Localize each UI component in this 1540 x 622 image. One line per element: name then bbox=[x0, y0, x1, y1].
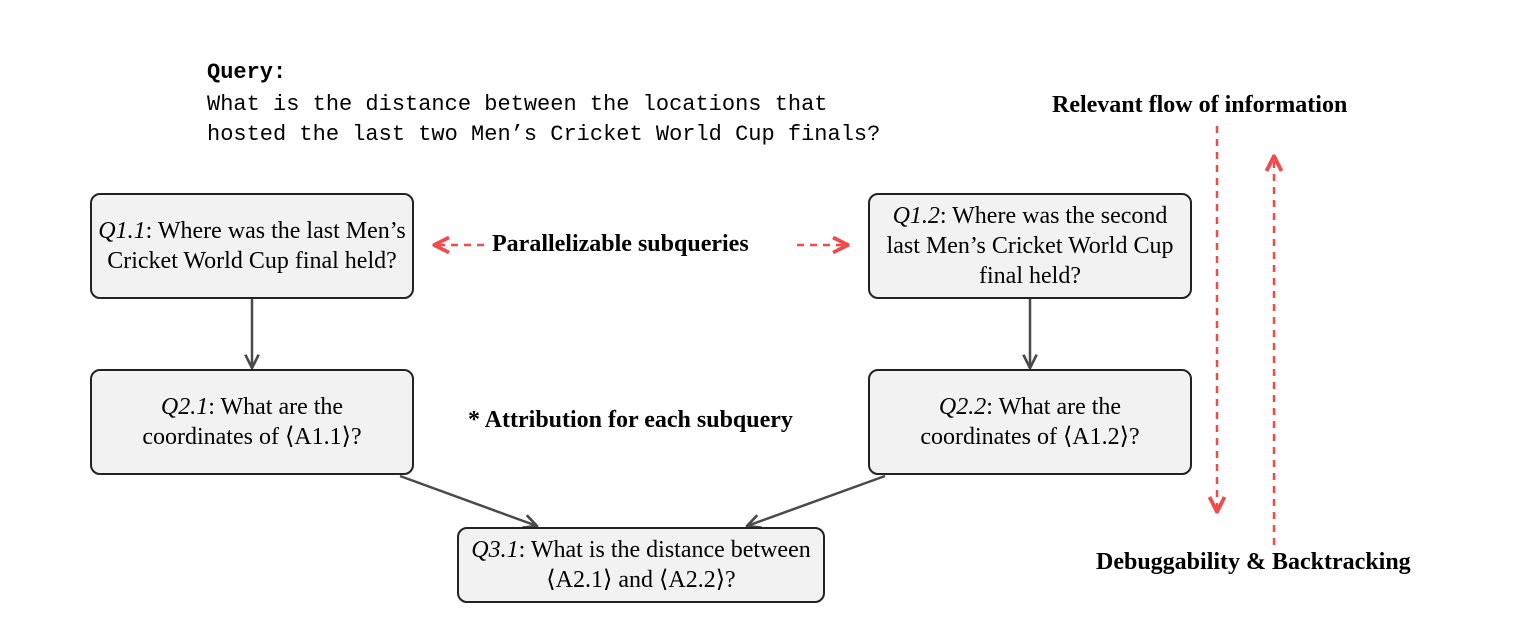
subquery-text: : What are the coordinates of ⟨A1.2⟩? bbox=[920, 394, 1140, 450]
subquery-id: Q3.1 bbox=[471, 537, 519, 563]
subquery-box-q11: Q1.1: Where was the last Men’s Cricket W… bbox=[90, 193, 414, 299]
query-text: What is the distance between the locatio… bbox=[207, 92, 881, 147]
subquery-id: Q2.2 bbox=[938, 394, 987, 420]
debuggability-label: Debuggability & Backtracking bbox=[1096, 549, 1411, 575]
subquery-box-q22: Q2.2: What are the coordinates of ⟨A1.2⟩… bbox=[868, 369, 1192, 475]
subquery-text: : Where was the second last Men’s Cricke… bbox=[886, 203, 1174, 289]
subquery-box-q31: Q3.1: What is the distance between ⟨A2.1… bbox=[457, 527, 825, 603]
subquery-id: Q2.1 bbox=[160, 394, 209, 420]
query-label: Query: bbox=[207, 60, 287, 85]
arrow-q22-to-q31 bbox=[747, 474, 886, 526]
relevant-flow-label: Relevant flow of information bbox=[1052, 92, 1348, 118]
subquery-text: : What is the distance between ⟨A2.1⟩ an… bbox=[518, 537, 811, 593]
subquery-box-q12: Q1.2: Where was the second last Men’s Cr… bbox=[868, 193, 1192, 299]
attribution-label: * Attribution for each subquery bbox=[468, 407, 793, 433]
subquery-id: Q1.2 bbox=[892, 203, 940, 229]
subquery-text: : What are the coordinates of ⟨A1.1⟩? bbox=[142, 394, 362, 450]
arrow-q21-to-q31 bbox=[399, 474, 537, 526]
subquery-id: Q1.1 bbox=[98, 218, 146, 244]
subquery-box-q21: Q2.1: What are the coordinates of ⟨A1.1⟩… bbox=[90, 369, 414, 475]
parallelizable-label: Parallelizable subqueries bbox=[492, 231, 749, 257]
subquery-text: : Where was the last Men’s Cricket World… bbox=[107, 218, 406, 274]
